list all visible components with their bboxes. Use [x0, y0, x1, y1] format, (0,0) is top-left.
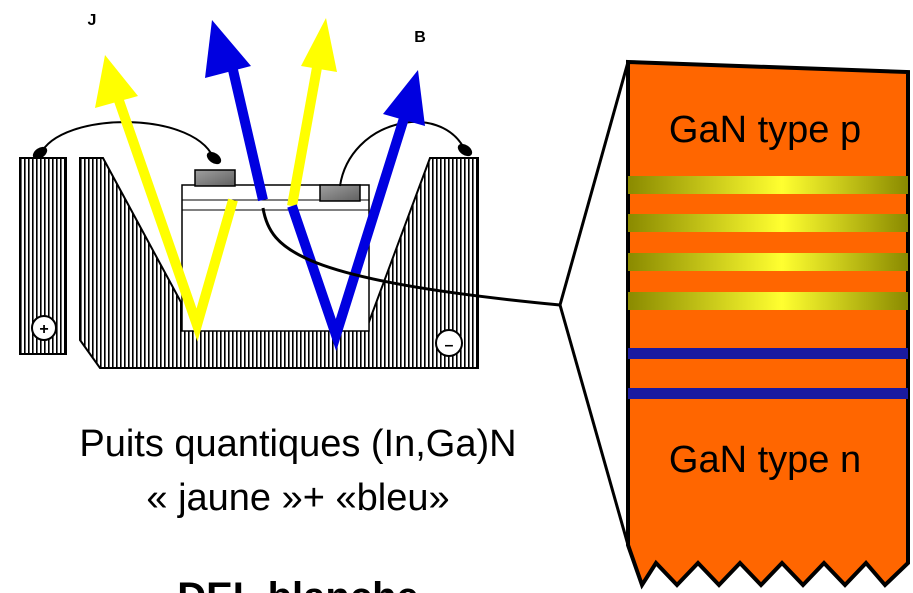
yellow-quantum-well	[628, 292, 908, 310]
plus-terminal: +	[31, 315, 57, 341]
yellow-quantum-well	[628, 176, 908, 194]
blue-quantum-well	[628, 348, 908, 359]
minus-sign: –	[445, 337, 454, 354]
plus-sign: +	[39, 321, 48, 338]
yellow-ray-label: J	[88, 12, 97, 29]
blue-ray-label: B	[414, 29, 426, 46]
diagram-title: DEL blanche	[177, 575, 419, 593]
zoom-connector	[261, 61, 630, 546]
yellow-quantum-well	[628, 214, 908, 232]
minus-terminal: –	[435, 329, 463, 357]
blue-quantum-well	[628, 388, 908, 399]
blue-arrowhead-left	[205, 20, 251, 78]
reflector-cup	[79, 157, 479, 369]
p-contact-pad	[194, 169, 236, 187]
layer-stack-zoom: GaN type p GaN type n	[626, 59, 910, 590]
blue-light-rays	[228, 68, 410, 352]
layer-label-p: GaN type p	[669, 109, 861, 151]
n-contact-pad	[319, 184, 361, 202]
yellow-arrowhead-right	[301, 18, 337, 72]
yellow-arrowhead-left	[95, 55, 138, 108]
yellow-quantum-well	[628, 253, 908, 271]
caption-line-2: « jaune »+ «bleu»	[146, 477, 449, 519]
yellow-light-rays	[112, 61, 323, 342]
layer-label-n: GaN type n	[669, 439, 861, 481]
caption-line-1: Puits quantiques (In,Ga)N	[79, 423, 516, 465]
blue-arrowhead-right	[383, 70, 425, 126]
